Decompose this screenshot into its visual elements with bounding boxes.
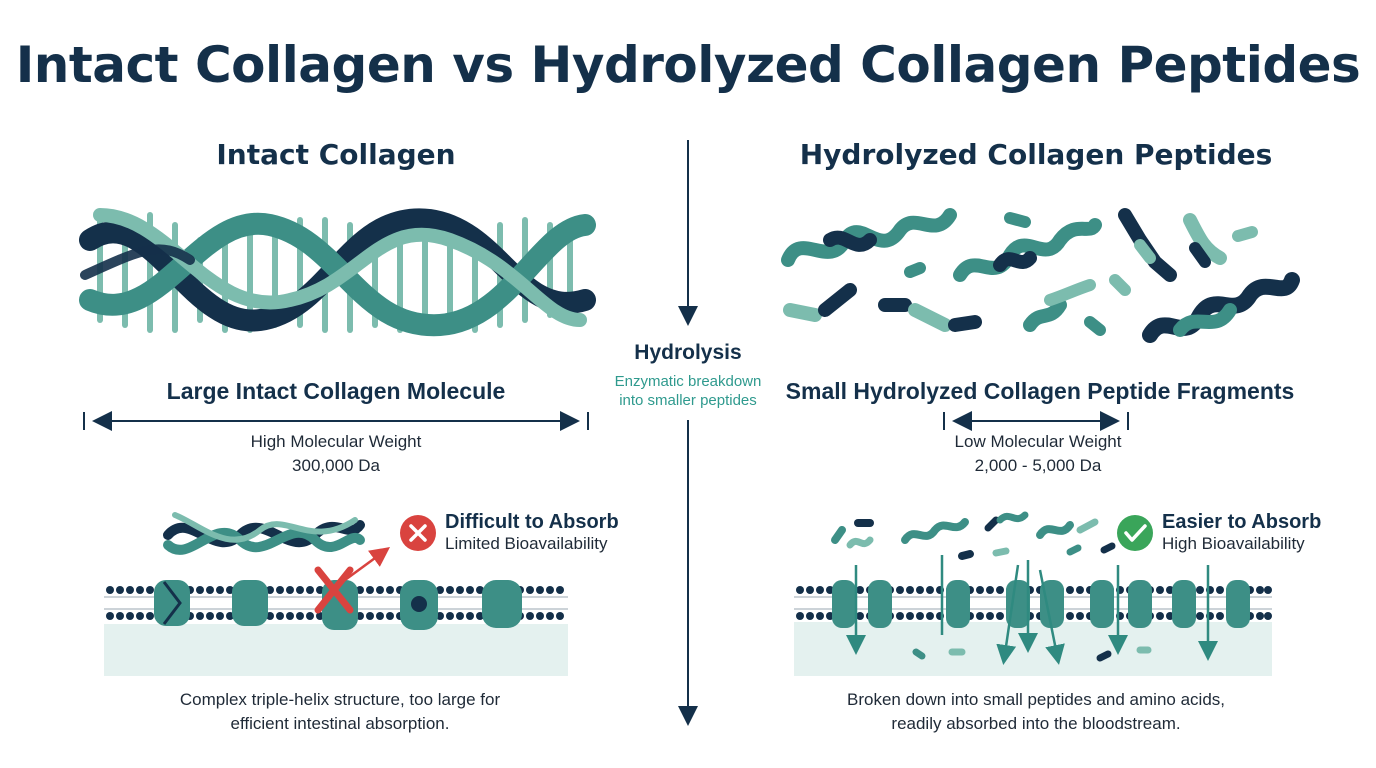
hydrolysis-description-line2: into smaller peptides xyxy=(619,392,757,409)
x-circle-icon xyxy=(400,515,436,551)
page-title: Intact Collagen vs Hydrolyzed Collagen P… xyxy=(15,36,1361,94)
intact-description: Complex triple-helix structure, too larg… xyxy=(100,688,580,736)
hydrolyzed-weight: Low Molecular Weight 2,000 - 5,000 Da xyxy=(888,430,1188,478)
hydrolysis-label: Hydrolysis xyxy=(634,341,742,364)
hydrolyzed-description-line2: readily absorbed into the bloodstream. xyxy=(891,714,1181,733)
check-circle-icon xyxy=(1117,515,1153,551)
intact-weight-value: 300,000 Da xyxy=(292,456,380,475)
hydrolyzed-weight-label: Low Molecular Weight xyxy=(954,432,1122,451)
hydrolyzed-description: Broken down into small peptides and amin… xyxy=(776,688,1296,736)
intact-absorb-sub: Limited Bioavailability xyxy=(445,534,608,553)
hydrolyzed-absorb-title: Easier to Absorb xyxy=(1162,511,1322,533)
hydrolyzed-size-indicator xyxy=(943,411,1129,431)
intact-absorb-title: Difficult to Absorb xyxy=(445,511,619,533)
intact-heading: Intact Collagen xyxy=(216,138,456,171)
intact-description-line1: Complex triple-helix structure, too larg… xyxy=(179,690,501,709)
hydrolyzed-absorb-sub: High Bioavailability xyxy=(1162,534,1305,553)
hydrolyzed-weight-value: 2,000 - 5,000 Da xyxy=(974,456,1102,475)
intact-collagen-helix xyxy=(79,208,596,337)
hydrolysis-description-line1: Enzymatic breakdown xyxy=(614,373,762,390)
hydrolyzed-absorb-text: Easier to Absorb High Bioavailability xyxy=(1162,511,1321,554)
hydrolysis-description: Enzymatic breakdown into smaller peptide… xyxy=(588,372,788,410)
intact-molecule-label: Large Intact Collagen Molecule xyxy=(166,378,506,404)
hydrolyzed-molecule-label: Small Hydrolyzed Collagen Peptide Fragme… xyxy=(785,378,1295,404)
intact-weight: High Molecular Weight 300,000 Da xyxy=(186,430,486,478)
intact-weight-label: High Molecular Weight xyxy=(250,432,422,451)
hydrolyzed-heading: Hydrolyzed Collagen Peptides xyxy=(799,138,1273,171)
intact-absorb-text: Difficult to Absorb Limited Bioavailabil… xyxy=(445,511,619,554)
intact-size-indicator xyxy=(83,411,589,431)
intact-description-line2: efficient intestinal absorption. xyxy=(230,714,450,733)
peptide-fragments xyxy=(781,208,1300,343)
hydrolyzed-description-line1: Broken down into small peptides and amin… xyxy=(847,690,1225,709)
